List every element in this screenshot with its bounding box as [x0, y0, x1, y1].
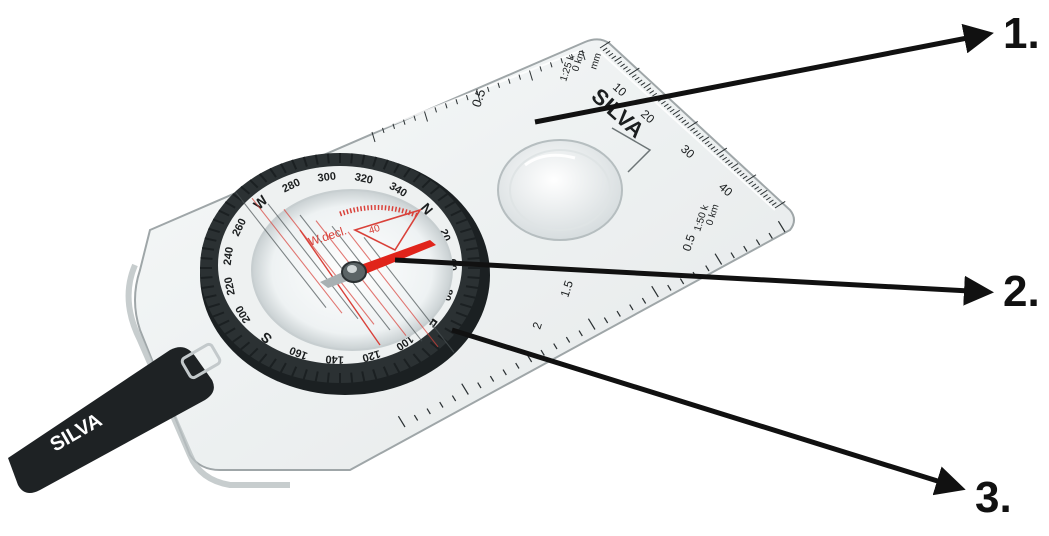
- callout-label-1: 1.: [1003, 12, 1040, 56]
- bezel-label: 140: [325, 353, 344, 366]
- callout-arrow-3: [452, 330, 960, 488]
- bezel-label: 300: [317, 171, 337, 185]
- bezel-ridge: [351, 373, 352, 383]
- bezel-ridge: [328, 153, 329, 163]
- bezel-ridge: [328, 373, 329, 383]
- magnifier-lens: [498, 140, 622, 240]
- bezel-label: 240: [222, 246, 236, 266]
- callout-label-2: 2.: [1003, 270, 1040, 314]
- callout-label-3: 3.: [975, 476, 1012, 520]
- bezel-ridge: [351, 153, 352, 163]
- bezel-ridge: [201, 277, 213, 278]
- bezel-ridge: [468, 277, 480, 278]
- bezel-ridge: [468, 258, 480, 259]
- bezel-ridge: [201, 258, 213, 259]
